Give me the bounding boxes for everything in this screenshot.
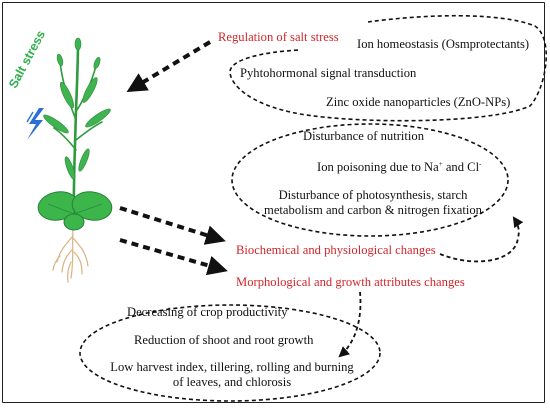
- reduction-shoot-label: Reduction of shoot and root growth: [134, 333, 314, 347]
- diagram-frame: [2, 2, 545, 403]
- nutrition-ellipse: [231, 123, 509, 237]
- plant-to-morphological-arrow: [119, 238, 228, 276]
- ion-homeostasis-label: Ion homeostasis (Osmprotectants): [357, 37, 530, 51]
- biochemical-label: Biochemical and physiological changes: [236, 243, 436, 257]
- lightning-icon: [26, 108, 44, 140]
- ion-poisoning-mid: and Cl: [442, 160, 480, 174]
- plant-roots: [52, 227, 89, 283]
- productivity-ellipse: [79, 304, 381, 402]
- low-harvest-line1: Low harvest index, tillering, rolling an…: [110, 360, 354, 374]
- regulation-label: Regulation of salt stress: [218, 30, 339, 44]
- plant-illustration: [37, 37, 113, 283]
- disturbance-nutrition-label: Disturbance of nutrition: [303, 129, 425, 143]
- morphological-label: Morphological and growth attributes chan…: [236, 275, 465, 289]
- photosynthesis-line1: Disturbance of photosynthesis, starch: [278, 188, 468, 202]
- phytohormonal-label: Pyhtohormonal signal transduction: [240, 66, 417, 80]
- low-harvest-label: Low harvest index, tillering, rolling an…: [94, 360, 370, 389]
- plant-leaves: [43, 37, 111, 180]
- sodium-charge: +: [438, 159, 443, 168]
- zinc-oxide-label: Zinc oxide nanoparticles (ZnO-NPs): [326, 95, 511, 109]
- low-harvest-line2: of leaves, and chlorosis: [172, 375, 292, 389]
- plant-basal-leaves: [37, 191, 113, 231]
- decreasing-crop-label: Decreasing of crop productivity: [127, 305, 288, 319]
- ion-poisoning-prefix: Ion poisoning due to Na: [317, 160, 439, 174]
- ion-poisoning-label: Ion poisoning due to Na+ and Cl-: [317, 160, 481, 174]
- photosynthesis-line2: metabolism and carbon & nitrogen fixatio…: [264, 203, 482, 217]
- regulation-to-plant-arrow: [126, 40, 212, 93]
- chloride-charge: -: [479, 159, 482, 168]
- regulation-ellipse: [229, 14, 547, 122]
- biochemical-to-nutrition-arrow: [439, 216, 524, 263]
- plant-to-biochemical-arrow: [119, 206, 226, 245]
- photosynthesis-label: Disturbance of photosynthesis, starch me…: [240, 188, 506, 217]
